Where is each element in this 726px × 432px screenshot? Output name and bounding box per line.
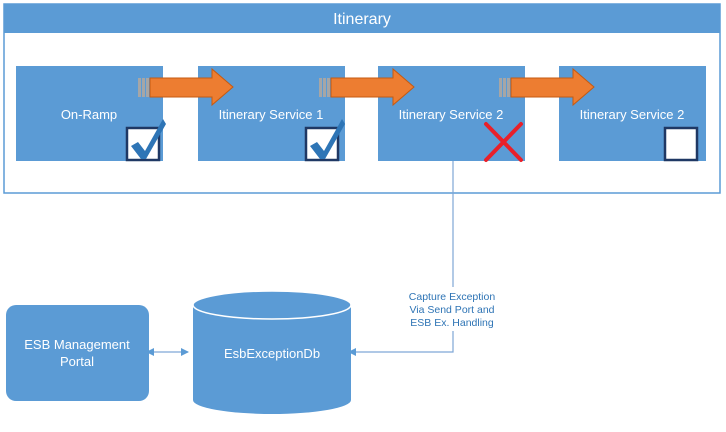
empty-checkbox-icon [663, 126, 699, 162]
service-label: Itinerary Service 2 [580, 107, 685, 122]
note-line: Via Send Port and [409, 304, 494, 316]
esb-management-portal: ESB Management Portal [6, 305, 149, 401]
cross-icon [484, 122, 523, 162]
service-label: Itinerary Service 2 [399, 107, 504, 122]
note-line: Capture Exception [409, 291, 496, 303]
exception-note: Capture Exception Via Send Port and ESB … [400, 287, 504, 331]
db-label: EsbExceptionDb [224, 346, 320, 361]
checked-box-icon [304, 119, 345, 162]
flow-arrow [499, 67, 595, 107]
itinerary-title: Itinerary [333, 11, 391, 28]
checked-box-icon [125, 119, 166, 162]
portal-label: Portal [60, 354, 94, 369]
service-label: On-Ramp [61, 107, 117, 122]
flow-arrow [319, 67, 415, 107]
portal-label: ESB Management [24, 337, 130, 352]
esb-exception-db: EsbExceptionDb [192, 290, 352, 414]
note-line: ESB Ex. Handling [410, 317, 494, 329]
exception-connector [348, 161, 454, 356]
flow-arrow [138, 67, 234, 107]
itinerary-header [4, 4, 720, 33]
service-label: Itinerary Service 1 [219, 107, 324, 122]
